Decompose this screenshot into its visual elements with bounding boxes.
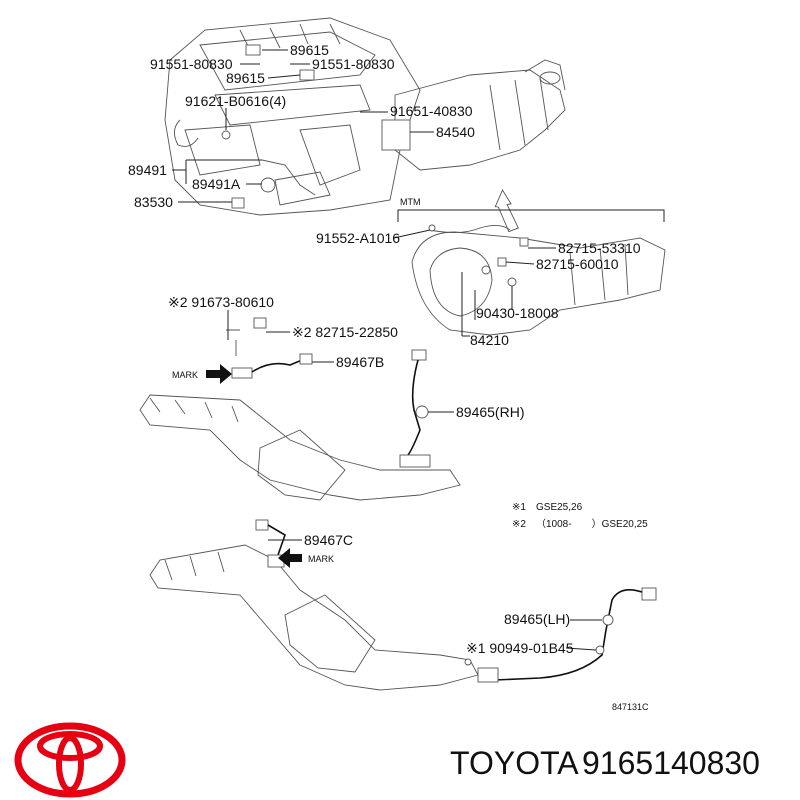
mark-arrow-upper	[206, 364, 232, 384]
label-84210: 84210	[470, 332, 509, 348]
label-89491A: 89491A	[192, 176, 241, 192]
mtm-box: MTM 91552-A1016 82715-53310 82715-60010 …	[316, 197, 666, 348]
label-90949: ※1 90949-01B45	[466, 640, 574, 656]
label-89491: 89491	[128, 162, 167, 178]
upper-exhaust	[139, 317, 461, 501]
brand-name: TOYOTA	[450, 745, 579, 781]
label-91651: 91651-40830	[390, 103, 473, 119]
mark-label-upper: MARK	[172, 370, 198, 380]
mark-label-lower: MARK	[308, 554, 334, 564]
box-label-mtm: MTM	[400, 197, 421, 207]
note-1-text: GSE25,26	[536, 502, 583, 513]
label-82715a: 82715-53310	[558, 240, 641, 256]
upper-exhaust-labels: ※2 91673-80610 ※2 82715-22850 89467B MAR…	[168, 294, 524, 420]
label-89615b: 89615	[226, 70, 265, 86]
label-89615a: 89615	[290, 42, 329, 58]
label-89465LH: 89465(LH)	[504, 611, 570, 627]
note-2-text: （1008- ）GSE20,25	[536, 518, 648, 530]
engine-illustration	[164, 17, 566, 233]
label-90430: 90430-18008	[476, 305, 559, 321]
label-82715c: ※2 82715-22850	[292, 324, 398, 340]
part-number: 9165140830	[582, 745, 760, 781]
label-89467B: 89467B	[336, 354, 384, 370]
toyota-logo-icon	[14, 722, 126, 798]
lower-exhaust	[149, 519, 657, 691]
footnotes: ※1 GSE25,26 ※2 （1008- ）GSE20,25	[512, 502, 648, 530]
label-84540: 84540	[436, 124, 475, 140]
engine-labels: 89615 91551-80830 91551-80830 89615 9162…	[128, 42, 475, 210]
label-91621: 91621-B0616(4)	[185, 93, 286, 109]
note-2-mark: ※2	[512, 519, 526, 530]
label-91673: ※2 91673-80610	[168, 294, 274, 310]
label-89467C: 89467C	[304, 532, 353, 548]
label-91552: 91552-A1016	[316, 230, 400, 246]
label-82715b: 82715-60010	[536, 256, 619, 272]
label-91551a: 91551-80830	[150, 56, 233, 72]
diagram-code: 847131C	[612, 702, 649, 712]
mark-arrow-lower	[278, 548, 302, 568]
note-1-mark: ※1	[512, 502, 526, 513]
label-83530: 83530	[134, 194, 173, 210]
lower-exhaust-labels: 89467C MARK 89465(LH) ※1 90949-01B45 847…	[268, 532, 649, 712]
label-91551b: 91551-80830	[312, 56, 395, 72]
label-89465RH: 89465(RH)	[456, 404, 524, 420]
